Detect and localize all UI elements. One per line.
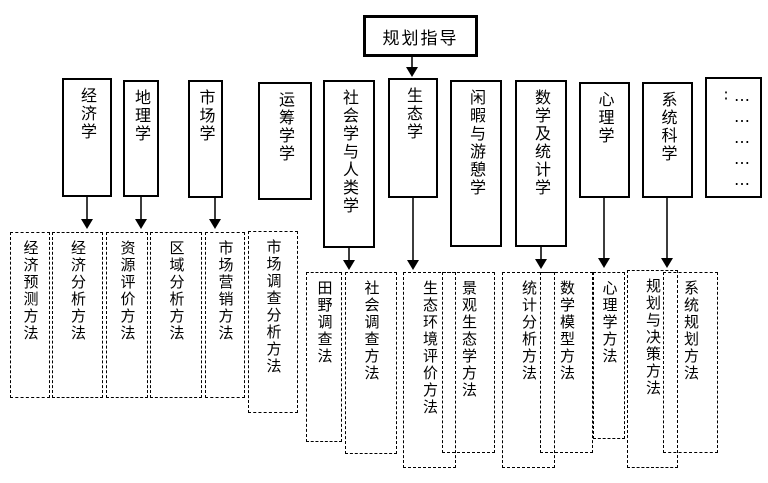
node-planning-decision-method-label: 规划与决策方法 bbox=[644, 278, 662, 397]
node-economic-forecasting-method: 经济预测方法 bbox=[10, 232, 50, 398]
node-system-planning-method: 系统规划方法 bbox=[663, 272, 718, 453]
node-sociology-anthropology: 社会学与人类学 bbox=[323, 80, 375, 248]
node-math-statistics-label: 数学及统计学 bbox=[532, 89, 551, 197]
node-market-survey-analysis-method-label: 市场调查分析方法 bbox=[264, 239, 283, 375]
node-resource-evaluation-method: 资源评价方法 bbox=[106, 232, 148, 398]
node-social-survey-method-label: 社会调查方法 bbox=[362, 280, 381, 382]
node-ellipsis-label: ……………∶ bbox=[716, 86, 752, 191]
node-operations-research: 运筹学学 bbox=[258, 82, 312, 200]
node-systems-science-label: 系统科学 bbox=[658, 91, 678, 163]
node-marketing-method-label: 市场营销方法 bbox=[216, 240, 235, 342]
node-math-statistics: 数学及统计学 bbox=[515, 80, 567, 247]
node-landscape-ecology-method-label: 景观生态学方法 bbox=[460, 280, 478, 399]
node-market-survey-analysis-method: 市场调查分析方法 bbox=[248, 231, 298, 413]
node-field-survey-method-label: 田野调查法 bbox=[315, 280, 334, 365]
node-ellipsis: ……………∶ bbox=[705, 77, 762, 198]
node-economic-forecasting-method-label: 经济预测方法 bbox=[21, 240, 40, 342]
node-ecology-label: 生态学 bbox=[404, 87, 423, 141]
node-planning-guidance: 规划指导 bbox=[363, 15, 478, 57]
node-statistical-analysis-method-label: 统计分析方法 bbox=[520, 280, 538, 382]
node-leisure-recreation-label: 闲暇与游憩学 bbox=[467, 89, 486, 197]
node-economic-analysis-method-label: 经济分析方法 bbox=[69, 240, 87, 342]
node-geography: 地理学 bbox=[123, 80, 159, 197]
node-planning-guidance-label: 规划指导 bbox=[382, 28, 459, 49]
node-eco-environment-evaluation-method: 生态环境评价方法 bbox=[403, 272, 456, 468]
node-economics: 经济学 bbox=[62, 78, 112, 197]
node-leisure-recreation: 闲暇与游憩学 bbox=[450, 80, 502, 247]
node-system-planning-method-label: 系统规划方法 bbox=[682, 280, 700, 382]
node-field-survey-method: 田野调查法 bbox=[306, 272, 342, 442]
node-ecology: 生态学 bbox=[388, 78, 438, 198]
node-regional-analysis-method-label: 区域分析方法 bbox=[167, 240, 186, 342]
node-geography-label: 地理学 bbox=[132, 89, 151, 143]
node-resource-evaluation-method-label: 资源评价方法 bbox=[118, 240, 137, 342]
node-planning-decision-method: 规划与决策方法 bbox=[627, 270, 678, 468]
node-math-model-method: 数学模型方法 bbox=[540, 272, 593, 453]
node-psychology-method: 心理学方法 bbox=[593, 272, 625, 439]
node-eco-environment-evaluation-method-label: 生态环境评价方法 bbox=[421, 280, 439, 416]
node-psychology-method-label: 心理学方法 bbox=[600, 280, 619, 365]
node-economics-label: 经济学 bbox=[78, 87, 97, 141]
node-economic-analysis-method: 经济分析方法 bbox=[52, 232, 103, 398]
node-systems-science: 系统科学 bbox=[642, 82, 693, 198]
node-marketing: 市场学 bbox=[188, 80, 223, 198]
node-marketing-method: 市场营销方法 bbox=[205, 232, 245, 398]
node-landscape-ecology-method: 景观生态学方法 bbox=[442, 272, 495, 453]
node-marketing-label: 市场学 bbox=[196, 89, 216, 143]
node-psychology: 心理学 bbox=[579, 82, 630, 198]
node-regional-analysis-method: 区域分析方法 bbox=[150, 232, 202, 398]
node-psychology-label: 心理学 bbox=[595, 91, 615, 145]
node-sociology-anthropology-label: 社会学与人类学 bbox=[340, 89, 359, 215]
node-statistical-analysis-method: 统计分析方法 bbox=[502, 272, 555, 468]
node-math-model-method-label: 数学模型方法 bbox=[558, 280, 576, 382]
node-social-survey-method: 社会调查方法 bbox=[345, 272, 397, 454]
node-operations-research-label: 运筹学学 bbox=[276, 91, 295, 163]
